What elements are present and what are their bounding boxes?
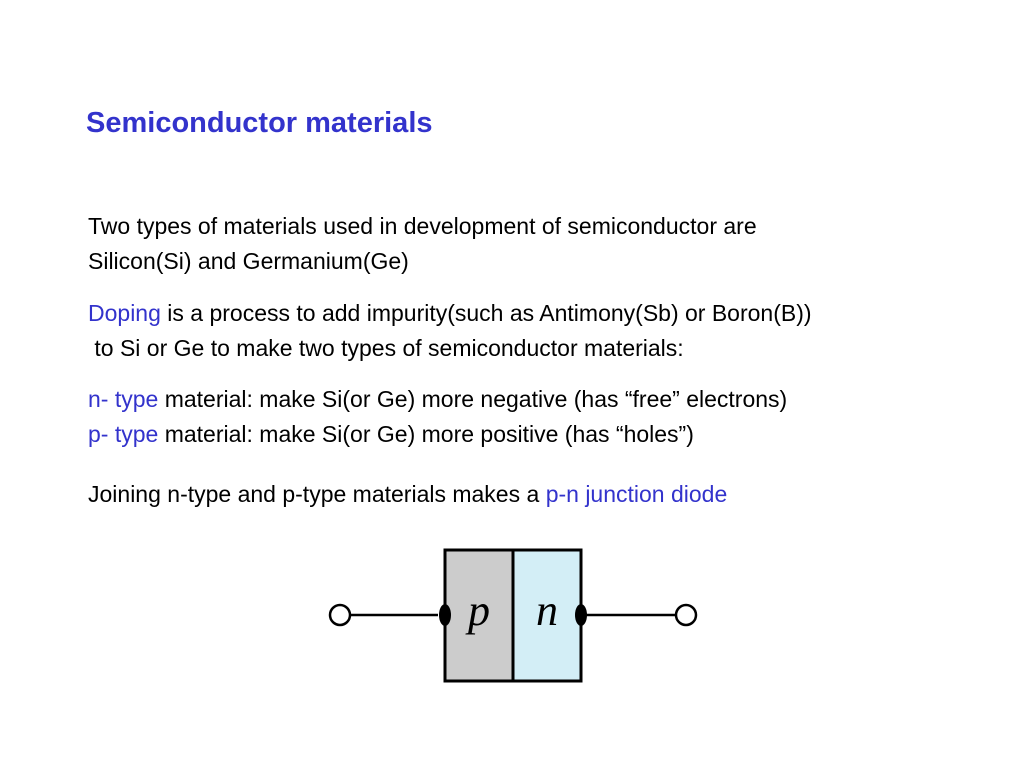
paragraph-junction: Joining n-type and p-type materials make… <box>88 477 727 512</box>
pn-junction-diode-figure: p n <box>318 545 708 685</box>
n-type-description: material: make Si(or Ge) more negative (… <box>158 386 788 412</box>
p-region-label: p <box>465 586 490 635</box>
doping-term: Doping <box>88 300 161 326</box>
left-terminal-icon <box>328 603 352 627</box>
right-contact-dot <box>575 604 587 626</box>
paragraph-materials-line2: Silicon(Si) and Germanium(Ge) <box>88 248 409 274</box>
paragraph-doping: Doping is a process to add impurity(such… <box>88 296 812 366</box>
paragraph-types: n- type material: make Si(or Ge) more ne… <box>88 382 787 452</box>
n-type-term: n- type <box>88 386 159 412</box>
paragraph-materials: Two types of materials used in developme… <box>88 209 757 279</box>
right-terminal-icon <box>674 603 698 627</box>
left-contact-dot <box>439 604 451 626</box>
junction-diode-highlight: p-n junction diode <box>545 481 728 507</box>
p-type-description: material: make Si(or Ge) more positive (… <box>158 421 694 447</box>
n-region-label: n <box>536 586 558 635</box>
paragraph-materials-line1: Two types of materials used in developme… <box>88 213 757 239</box>
p-type-term: p- type <box>88 421 159 447</box>
doping-line1-rest: is a process to add impurity(such as Ant… <box>160 300 812 326</box>
slide-title: Semiconductor materials <box>86 107 433 139</box>
junction-text: Joining n-type and p-type materials make… <box>88 481 546 507</box>
doping-line2: to Si or Ge to make two types of semicon… <box>88 335 684 361</box>
